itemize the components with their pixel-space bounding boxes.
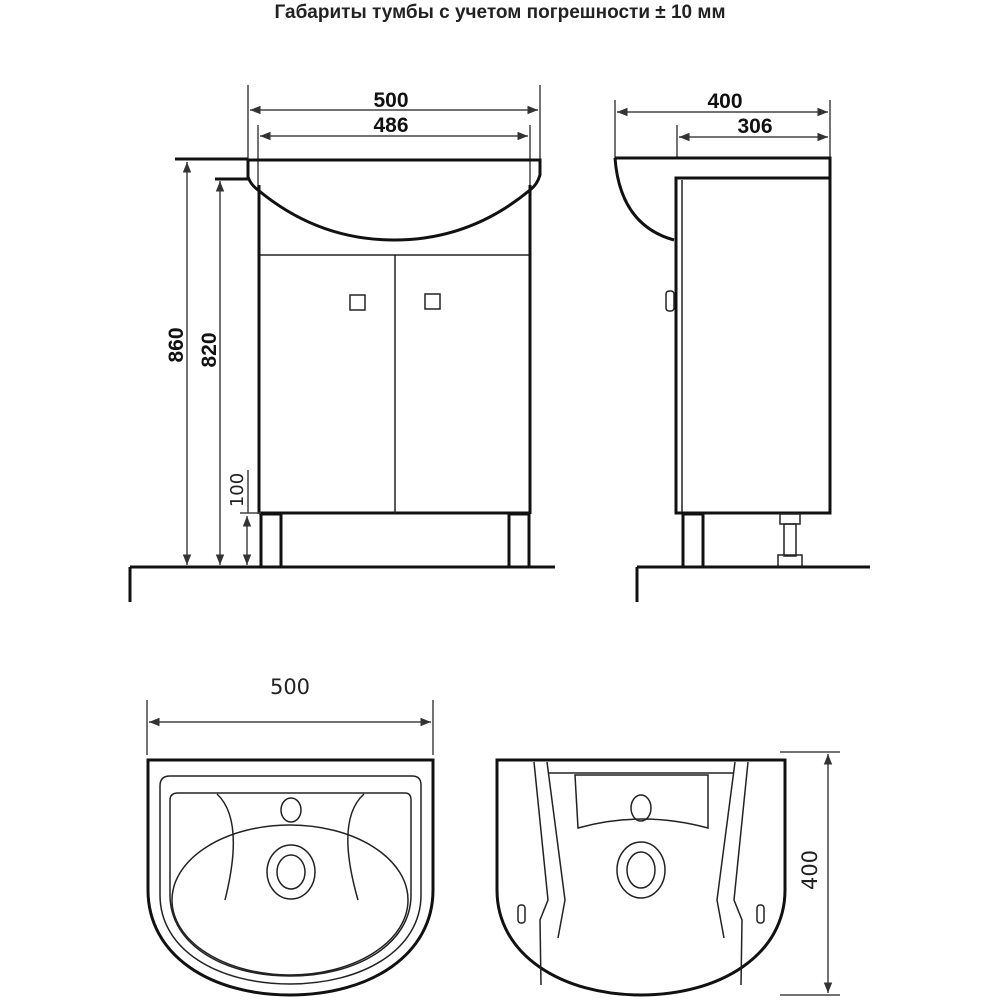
door-handle-right xyxy=(424,293,441,310)
dimension-height-total: 860 xyxy=(165,327,188,362)
tap-hole-bottom xyxy=(630,794,652,822)
leg-right xyxy=(507,512,531,569)
leg-side xyxy=(681,512,705,569)
sink-bottom-view: 400 xyxy=(495,751,840,997)
basin-side xyxy=(615,156,832,180)
dimension-depth-total: 400 xyxy=(707,90,742,113)
cabinet-side xyxy=(674,176,832,515)
dimension-sink-width: 500 xyxy=(270,675,310,699)
drawing-title: Габариты тумбы с учетом погрешности ± 10… xyxy=(274,2,726,23)
mounting-panel xyxy=(574,774,709,829)
door-handle-left xyxy=(349,294,366,311)
drain-outer xyxy=(266,844,316,900)
side-view: 400 306 xyxy=(613,90,870,602)
dimension-width-inner: 486 xyxy=(373,114,408,137)
drain-bottom xyxy=(626,851,656,889)
sink-top-view: 500 xyxy=(146,675,435,997)
dimension-leg-height: 100 xyxy=(227,473,248,507)
dimension-depth-cabinet: 306 xyxy=(737,115,772,138)
basin-front xyxy=(246,158,542,242)
door-handle-side xyxy=(665,290,675,312)
tap-hole xyxy=(280,797,302,823)
front-view: 500 486 860 820 100 xyxy=(128,85,555,602)
dimension-width-total: 500 xyxy=(373,89,408,112)
adjustable-foot xyxy=(777,513,803,568)
dimension-sink-depth: 400 xyxy=(798,850,822,890)
dimension-height-cabinet: 820 xyxy=(198,332,221,367)
leg-left xyxy=(259,512,283,569)
